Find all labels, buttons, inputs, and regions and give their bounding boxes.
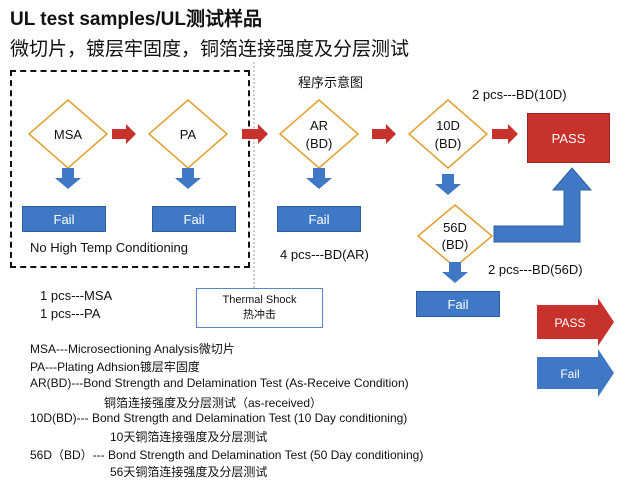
pcs-msa-note: 1 pcs---MSA xyxy=(40,288,113,303)
thermal-shock-label-cn: 热冲击 xyxy=(243,309,276,321)
legend-pass-label: PASS xyxy=(554,316,585,330)
diamond-ar xyxy=(278,99,360,169)
fail-box-pa-label: Fail xyxy=(183,211,205,227)
arrow-56d-to-pass xyxy=(493,167,593,243)
definition-56d: 56D（BD）--- Bond Strength and Delaminatio… xyxy=(30,448,424,462)
pcs-pa-note: 1 pcs---PA xyxy=(40,306,101,321)
fail-box-56d-label: Fail xyxy=(447,296,469,312)
diamond-ar-label-2: (BD) xyxy=(306,136,333,151)
no-high-temp-frame xyxy=(10,70,250,268)
fail-box-pa: Fail xyxy=(152,206,236,232)
diamond-56d xyxy=(416,204,494,268)
pcs-10d-note: 2 pcs---BD(10D) xyxy=(472,87,567,102)
fail-box-msa: Fail xyxy=(22,206,106,232)
thermal-shock-box: Thermal Shock 热冲击 xyxy=(196,288,323,328)
flow-title: 程序示意图 xyxy=(298,75,364,90)
fail-box-ar: Fail xyxy=(277,206,361,232)
no-high-temp-note: No High Temp Conditioning xyxy=(30,240,189,255)
legend-pass-arrow: PASS xyxy=(537,298,614,346)
definition-10d: 10D(BD)--- Bond Strength and Delaminatio… xyxy=(30,411,408,425)
fail-box-msa-label: Fail xyxy=(53,211,75,227)
arrow-msa-to-pa xyxy=(112,124,136,144)
fail-box-ar-label: Fail xyxy=(308,211,330,227)
diamond-10d xyxy=(407,99,489,169)
arrow-ar-to-10d xyxy=(372,124,396,144)
definition-pa: PA---Plating Adhsion镀层牢固度 xyxy=(30,360,200,374)
arrow-msa-to-fail xyxy=(55,168,81,189)
arrow-pa-to-fail xyxy=(175,168,201,189)
diamond-56d-label-2: (BD) xyxy=(442,237,469,252)
page-subtitle: 微切片，镀层牢固度，铜箔连接强度及分层测试 xyxy=(10,39,410,60)
legend-fail-label: Fail xyxy=(560,367,579,381)
diamond-10d-label-1: 10D xyxy=(436,118,460,133)
pass-box: PASS xyxy=(527,113,610,163)
definition-56d-cn: 56天铜箔连接强度及分层测试 xyxy=(110,465,268,479)
arrow-10d-to-pass xyxy=(492,124,518,144)
diamond-56d-label-1: 56D xyxy=(443,220,467,235)
pcs-ar-note: 4 pcs---BD(AR) xyxy=(280,247,369,262)
definition-msa: MSA---Microsectioning Analysis微切片 xyxy=(30,342,235,356)
arrow-10d-to-56d xyxy=(435,174,461,195)
arrow-56d-to-fail xyxy=(442,262,468,283)
legend-fail-arrow: Fail xyxy=(537,349,614,397)
pass-box-label: PASS xyxy=(551,130,586,146)
definition-ar: AR(BD)---Bond Strength and Delamination … xyxy=(30,376,409,390)
thermal-shock-label-en: Thermal Shock xyxy=(222,294,297,306)
arrow-pa-to-ar xyxy=(242,124,268,144)
diamond-msa-label: MSA xyxy=(54,127,83,142)
diamond-10d-label-2: (BD) xyxy=(435,136,462,151)
pcs-56d-note: 2 pcs---BD(56D) xyxy=(488,262,583,277)
page-title: UL test samples/UL测试样品 xyxy=(10,9,262,30)
definition-ar-cn: 铜箔连接强度及分层测试（as-received） xyxy=(104,396,323,410)
arrow-ar-to-fail xyxy=(306,168,332,189)
fail-box-56d: Fail xyxy=(416,291,500,317)
definition-10d-cn: 10天铜箔连接强度及分层测试 xyxy=(110,430,268,444)
diamond-pa-label: PA xyxy=(180,127,197,142)
diamond-ar-label-1: AR xyxy=(310,118,328,133)
